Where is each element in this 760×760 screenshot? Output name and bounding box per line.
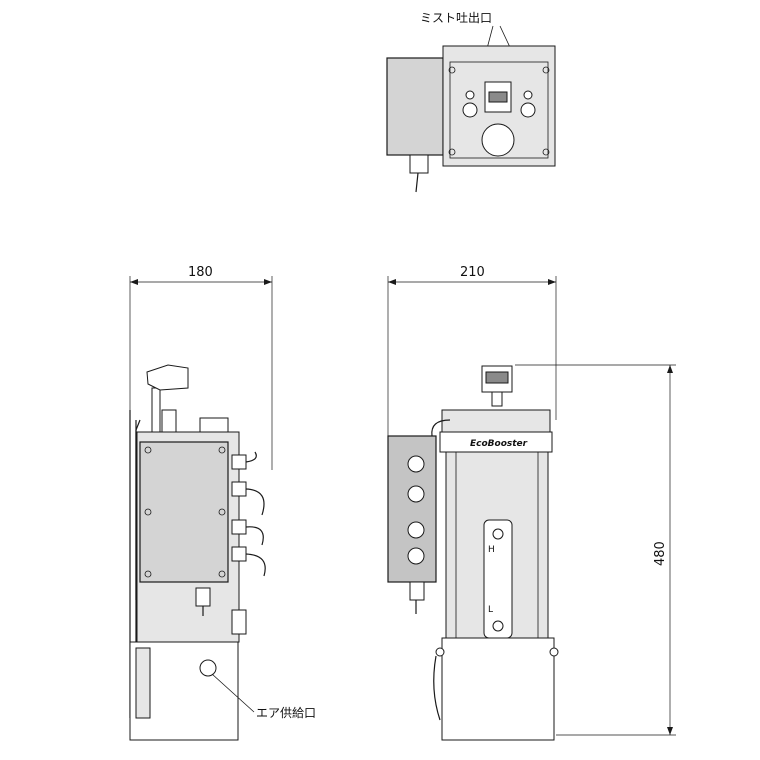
- side-hose-2: [245, 488, 265, 516]
- top-right-fitting: [520, 102, 536, 118]
- side-fitting-4: [231, 546, 247, 562]
- top-display-screen: [488, 91, 508, 103]
- side-screw-1: [144, 446, 152, 454]
- front-tube-top: [431, 419, 451, 437]
- front-base-fitting-right: [549, 647, 559, 657]
- brand-label: EcoBooster: [470, 439, 528, 449]
- top-bolt-3: [448, 148, 456, 156]
- front-view: 210 480 EcoBooster H L: [387, 265, 676, 741]
- top-inner-plate: [449, 61, 549, 159]
- front-valve-1: [407, 455, 425, 473]
- side-screw-3: [144, 508, 152, 516]
- side-top-pipe: [151, 387, 161, 433]
- side-hose-3: [245, 526, 264, 546]
- front-width-label: 210: [460, 265, 485, 280]
- front-base: [441, 637, 555, 741]
- front-base-fitting: [435, 647, 445, 657]
- side-drain: [195, 587, 211, 607]
- top-bolt-1: [448, 66, 456, 74]
- side-hose-1: [245, 451, 257, 463]
- front-display-screen: [485, 371, 509, 384]
- side-width-label: 180: [188, 265, 213, 280]
- side-fitting-3: [231, 519, 247, 535]
- top-bolt-2: [542, 66, 550, 74]
- front-dim-arrow-left: [388, 279, 396, 285]
- level-gauge-top-bolt: [492, 528, 504, 540]
- height-dim-arrow-bottom: [667, 727, 673, 735]
- side-base-bracket: [135, 647, 151, 719]
- level-low-label: L: [488, 605, 493, 615]
- front-drain: [409, 581, 425, 601]
- side-hose-4: [245, 553, 266, 577]
- side-dim-arrow-right: [264, 279, 272, 285]
- height-label: 480: [653, 541, 668, 566]
- side-view: 180 エア供給口: [129, 265, 316, 741]
- top-right-nozzle: [523, 90, 533, 100]
- side-control-box: [139, 441, 229, 583]
- front-valve-3: [407, 521, 425, 539]
- side-screw-5: [144, 570, 152, 578]
- side-lower-valve: [231, 609, 247, 635]
- air-inlet-port: [199, 659, 217, 677]
- side-fitting-1: [231, 454, 247, 470]
- level-high-label: H: [488, 545, 495, 555]
- top-side-box: [386, 57, 444, 156]
- top-center-port: [481, 123, 515, 157]
- side-fitting-2: [231, 481, 247, 497]
- side-top-display: [146, 364, 189, 391]
- front-head-block: [441, 409, 551, 433]
- side-top-fitting: [161, 409, 177, 433]
- air-inlet-leader: [211, 673, 255, 713]
- front-base-tube: [433, 655, 441, 721]
- height-dim-arrow-top: [667, 365, 673, 373]
- side-screw-4: [218, 508, 226, 516]
- top-view: ミスト吐出口: [386, 11, 556, 193]
- top-left-fitting: [462, 102, 478, 118]
- side-screw-6: [218, 570, 226, 578]
- front-dim-arrow-right: [548, 279, 556, 285]
- top-bolt-4: [542, 148, 550, 156]
- front-valve-2: [407, 485, 425, 503]
- side-tube-left: [135, 419, 141, 600]
- front-display-stem: [491, 391, 503, 407]
- side-screw-2: [218, 446, 226, 454]
- air-inlet-label: エア供給口: [256, 706, 316, 720]
- top-tube: [415, 172, 419, 193]
- level-gauge-bottom-bolt: [492, 620, 504, 632]
- side-top-knob: [199, 417, 229, 433]
- mist-outlet-label: ミスト吐出口: [420, 11, 492, 25]
- top-left-nozzle: [465, 90, 475, 100]
- side-dim-arrow-left: [130, 279, 138, 285]
- top-fitting-bottom: [409, 154, 429, 174]
- front-valve-4: [407, 547, 425, 565]
